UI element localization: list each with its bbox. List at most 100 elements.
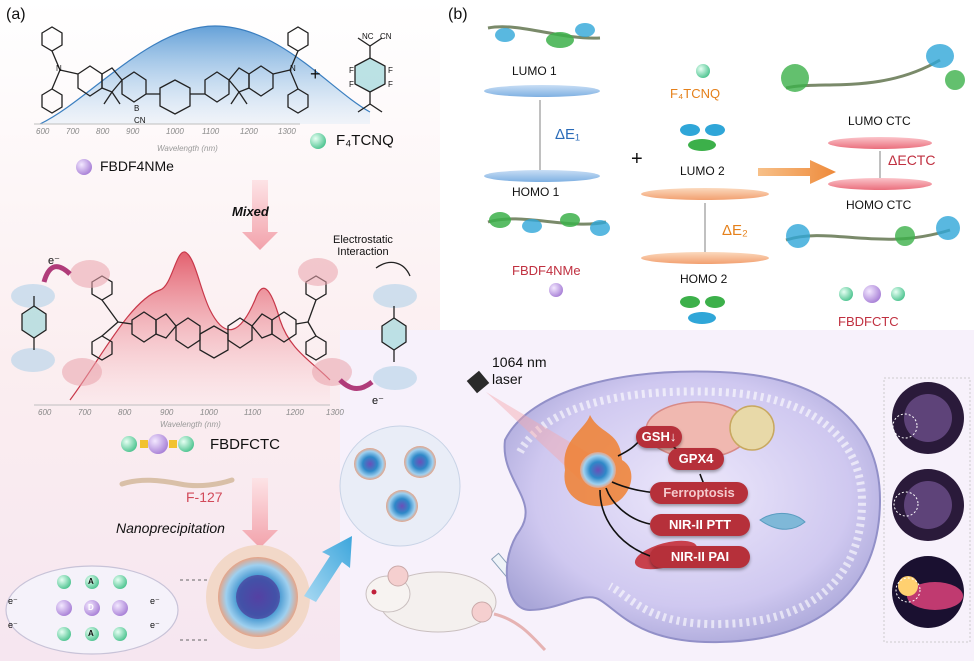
- panel-b-label: (b): [448, 6, 468, 23]
- f-label-1: F: [349, 66, 354, 75]
- complex-icon: [121, 434, 194, 454]
- donor-icon-b: [549, 283, 563, 297]
- electron-transfer-arrow-left: [41, 264, 72, 283]
- top-tick-5: 1100: [202, 127, 220, 136]
- mid-tick-2: 800: [118, 408, 132, 417]
- mid-axis-title: Wavelength (nm): [160, 420, 221, 429]
- lumo2-level: [641, 188, 769, 200]
- f127-polymer-icon: [119, 477, 235, 489]
- electron-label-left: e⁻: [48, 255, 60, 267]
- boron-label-top: B: [134, 104, 140, 113]
- acceptor-right-middle: [381, 306, 407, 362]
- f-label-2: F: [388, 66, 393, 75]
- lumo2-label: LUMO 2: [680, 164, 725, 178]
- electrostatic-label: Electrostatic Interaction: [333, 234, 393, 258]
- mid-tick-7: 1300: [326, 408, 344, 417]
- mouse: [365, 565, 547, 652]
- delta-ctc-label: ΔECTC: [888, 152, 936, 168]
- top-tick-1: 700: [66, 127, 80, 136]
- plus-sign-a: +: [310, 64, 321, 84]
- mid-tick-1: 700: [78, 408, 92, 417]
- delta1-label: ΔE₁: [555, 126, 581, 143]
- acceptor-box-label-top: A: [88, 577, 94, 586]
- nanoprecipitation-label: Nanoprecipitation: [116, 520, 225, 536]
- laser-label: 1064 nm laser: [492, 354, 547, 387]
- acceptor-legend-icon: [310, 133, 326, 149]
- acceptor-box-label-bottom: A: [88, 629, 94, 638]
- electron-inset-4: e⁻: [150, 620, 160, 630]
- complex-icon-b: [839, 285, 905, 303]
- delta2-label: ΔE₂: [722, 222, 748, 239]
- complex-formation-arrow: [758, 160, 836, 184]
- electron-transfer-arrow-right: [338, 378, 374, 391]
- gpx4-pill: GPX4: [668, 448, 724, 470]
- homo-ctc-level: [828, 178, 932, 190]
- homo2-orbital-image: [680, 296, 725, 324]
- n-label-left: N: [56, 64, 62, 73]
- pai-pill: NIR-II PAI: [650, 546, 750, 568]
- acceptor-icon-b: [696, 64, 710, 78]
- mixed-label: Mixed: [232, 204, 269, 219]
- acceptor-name-label: F₄TCNQ: [336, 132, 394, 149]
- f127-label: F-127: [186, 489, 223, 505]
- top-tick-6: 1200: [240, 127, 258, 136]
- complex-name-label: FBDFCTC: [210, 436, 280, 453]
- top-tick-3: 900: [126, 127, 140, 136]
- charge-transfer-inset: [5, 565, 210, 655]
- zoom-arrow: [304, 536, 352, 602]
- lumo-ctc-label: LUMO CTC: [848, 114, 911, 128]
- mixed-arrow: [242, 180, 278, 250]
- acceptor-left-middle: [21, 296, 47, 350]
- gsh-pill: GSH↓: [636, 426, 682, 448]
- nanoparticle: [206, 545, 310, 649]
- donor-name-label: FBDF4NMe: [100, 158, 174, 174]
- electron-label-right: e⁻: [372, 395, 384, 407]
- homo2-level: [641, 252, 769, 264]
- lumo1-level: [484, 85, 600, 97]
- donor-legend-icon: [76, 159, 92, 175]
- interaction-highlights: [11, 258, 417, 390]
- homo-ctc-label: HOMO CTC: [846, 198, 912, 212]
- lumo2-orbital-image: [680, 124, 725, 151]
- ferroptosis-pill: Ferroptosis: [650, 482, 748, 504]
- electron-inset-1: e⁻: [8, 596, 18, 606]
- homo-ctc-orbital-image: [785, 216, 960, 248]
- imaging-panel: [883, 377, 971, 643]
- top-tick-2: 800: [96, 127, 110, 136]
- homo2-label: HOMO 2: [680, 272, 728, 286]
- cn-label-top: CN: [134, 116, 146, 125]
- complex-name-b: FBDFCTC: [838, 314, 899, 329]
- lumo-ctc-level: [828, 137, 932, 149]
- electrostatic-arrow: [375, 261, 411, 277]
- lumo1-orbital-image: [487, 23, 601, 48]
- electron-inset-3: e⁻: [150, 596, 160, 606]
- cell: [503, 370, 882, 644]
- cn-label-top-right: CN: [380, 32, 392, 41]
- n-label-right: N: [290, 64, 296, 73]
- lumo1-label: LUMO 1: [512, 64, 557, 78]
- mid-tick-0: 600: [38, 408, 52, 417]
- acceptor-name-b: F₄TCNQ: [670, 86, 721, 101]
- donor-box-label: D: [88, 603, 94, 612]
- electron-inset-2: e⁻: [8, 620, 18, 630]
- complex-molecule-middle: [91, 275, 327, 361]
- f-label-4: F: [388, 80, 393, 89]
- acceptor-molecule-top: [354, 37, 386, 113]
- homo1-orbital-image: [487, 212, 610, 236]
- top-tick-4: 1000: [166, 127, 184, 136]
- ptt-pill: NIR-II PTT: [650, 514, 750, 536]
- lumo-ctc-orbital-image: [781, 44, 965, 92]
- nanoprecipitation-arrow: [242, 478, 278, 548]
- mid-tick-5: 1100: [244, 408, 262, 417]
- homo1-level: [484, 170, 600, 182]
- nanoparticle-cluster: [339, 425, 461, 547]
- mid-tick-6: 1200: [286, 408, 304, 417]
- top-tick-0: 600: [36, 127, 50, 136]
- top-axis-title: Wavelength (nm): [157, 144, 218, 153]
- homo1-label: HOMO 1: [512, 185, 560, 199]
- donor-molecule-top: [41, 26, 309, 115]
- donor-name-b: FBDF4NMe: [512, 263, 581, 278]
- f-label-3: F: [349, 80, 354, 89]
- mid-tick-4: 1000: [200, 408, 218, 417]
